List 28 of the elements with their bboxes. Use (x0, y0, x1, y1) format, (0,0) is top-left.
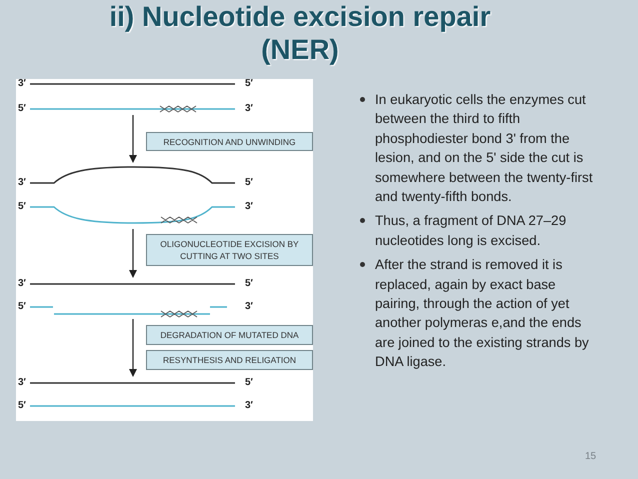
bullet-text: Thus, a fragment of DNA 27–29 nucleotides long is excised. (375, 211, 599, 250)
strand-end-label: 3′ (245, 301, 253, 313)
strand-end-label: 5′ (245, 78, 253, 90)
strand-end-label: 3′ (18, 78, 26, 90)
arrow (129, 115, 137, 163)
strand-end-label: 5′ (245, 177, 253, 189)
page-number: 15 (585, 451, 596, 462)
strand-end-label: 3′ (18, 278, 26, 290)
step-box: DEGRADATION OF MUTATED DNA (146, 325, 313, 345)
step-box: RECOGNITION AND UNWINDING (146, 132, 313, 151)
arrow (129, 319, 137, 377)
strand-end-label: 3′ (18, 377, 26, 389)
strand-end-label: 3′ (245, 400, 253, 412)
step-box: OLIGONUCLEOTIDE EXCISION BY CUTTING AT TWO SITES (146, 234, 313, 266)
bullet-text: In eukaryotic cells the enzymes cut between the third to fifth phosphodiester bond 3' from the lesion, and on the 5' side the cut is somewhere between the twenty-first and twenty-fifth bonds. (375, 90, 599, 206)
strand-end-label: 5′ (245, 377, 253, 389)
strand-end-label: 3′ (245, 201, 253, 213)
strand-end-label: 5′ (18, 103, 26, 115)
bullet-text: After the strand is removed it is replaced, again by exact base pairing, through the action of yet another polymeras e,and the ends are joined to the existing strands by DNA ligase. (375, 255, 599, 372)
strand-end-label: 5′ (18, 201, 26, 213)
slide-title: ii) Nucleotide excision repair (NER) (108, 0, 492, 66)
strand-end-label: 5′ (18, 301, 26, 313)
strand-end-label: 5′ (245, 278, 253, 290)
strand-end-label: 3′ (18, 177, 26, 189)
strand-end-label: 3′ (245, 103, 253, 115)
step-box: RESYNTHESIS AND RELIGATION (146, 350, 313, 370)
strand-end-label: 5′ (18, 400, 26, 412)
arrow (129, 229, 137, 278)
